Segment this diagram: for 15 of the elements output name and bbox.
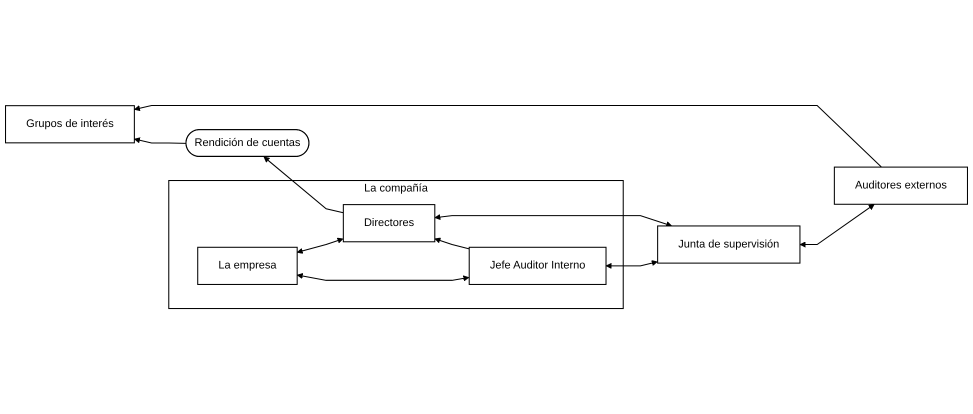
arrow [264, 156, 344, 214]
node-box: Grupos de interés [5, 105, 135, 144]
arrow [434, 238, 470, 250]
node-box: Junta de supervisión [657, 225, 800, 264]
node-box: Jefe Auditor Interno [468, 246, 607, 285]
arrow [296, 272, 470, 282]
node-box: Directores [342, 204, 436, 242]
node-box: Auditores externos [834, 166, 968, 205]
arrow [134, 137, 186, 144]
arrow [800, 204, 874, 248]
arrow [134, 104, 882, 168]
arrow [606, 260, 658, 269]
node-box: La empresa [197, 246, 298, 285]
arrow [296, 238, 344, 254]
arrow [434, 214, 672, 228]
